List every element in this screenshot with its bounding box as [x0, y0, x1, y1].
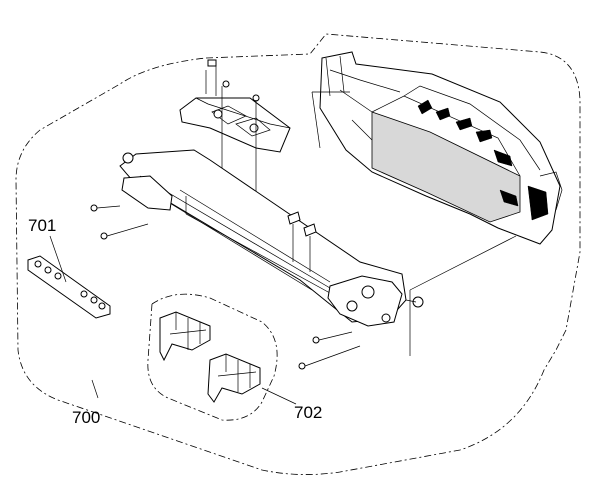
callout-701: 701 [28, 216, 56, 235]
mounting-bracket [179, 59, 291, 153]
part-702-bracket-b [207, 353, 261, 403]
screws [90, 204, 361, 370]
part-702-bracket-a [159, 311, 211, 362]
part-702-inset [147, 293, 297, 421]
main-frame [119, 149, 424, 327]
callout-702: 702 [294, 403, 322, 422]
part-701-connector-strip [27, 235, 111, 319]
carriage-unit [319, 51, 563, 245]
callout-700: 700 [72, 408, 100, 427]
assembly-700-boundary [15, 33, 581, 475]
clips [287, 211, 317, 272]
